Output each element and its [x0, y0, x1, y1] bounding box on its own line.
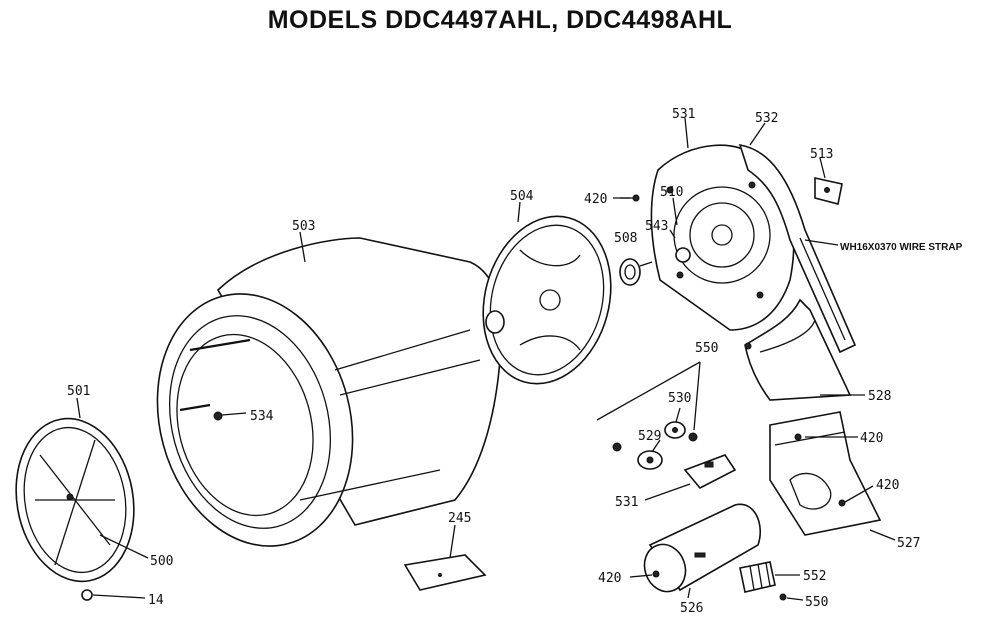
- callout-550-top: 550: [695, 341, 718, 356]
- callout-508: 508: [614, 231, 637, 246]
- callout-528: 528: [868, 389, 891, 404]
- callout-532: 532: [755, 111, 778, 126]
- callout-526: 526: [680, 601, 703, 616]
- leader-lines: [76, 117, 896, 601]
- blower-cover-532: [738, 143, 857, 354]
- callout-501: 501: [67, 384, 90, 399]
- callout-503: 503: [292, 219, 315, 234]
- callout-14: 14: [148, 593, 164, 608]
- part-245: [403, 554, 487, 591]
- callout-504: 504: [510, 189, 534, 204]
- callout-245: 245: [448, 511, 471, 526]
- callout-513: 513: [810, 147, 833, 162]
- thermostat-530: [664, 421, 686, 439]
- note-wire-strap: WH16X0370 WIRE STRAP: [840, 242, 963, 253]
- callout-531-top: 531: [672, 107, 695, 122]
- bracket-513: [814, 177, 843, 205]
- screw-14: [81, 589, 93, 601]
- pulley-552: [739, 561, 787, 601]
- rear-bulkhead-504: [482, 215, 612, 385]
- switch-531: [683, 454, 737, 490]
- callout-420-bracket: 420: [876, 478, 899, 493]
- callout-543: 543: [645, 219, 668, 234]
- front-seal-501: [15, 417, 135, 583]
- screws-550: [596, 361, 701, 452]
- callout-534: 534: [250, 409, 274, 424]
- callout-527: 527: [897, 536, 920, 551]
- blower-housing-531: [620, 144, 795, 331]
- callout-420-top: 420: [584, 192, 607, 207]
- duct-528: [744, 298, 852, 401]
- callout-530: 530: [668, 391, 691, 406]
- callout-550-bottom: 550: [805, 595, 828, 610]
- diagram-title: MODELS DDC4497AHL, DDC4498AHL: [267, 6, 733, 34]
- callout-529: 529: [638, 429, 661, 444]
- bearing-508: [619, 258, 653, 286]
- callout-510: 510: [660, 185, 683, 200]
- callout-500: 500: [150, 554, 173, 569]
- drum-503: [156, 237, 503, 547]
- callout-420-right: 420: [860, 431, 883, 446]
- thermostat-529: [637, 450, 663, 470]
- callout-420-motor: 420: [598, 571, 621, 586]
- callout-552: 552: [803, 569, 826, 584]
- callout-531: 531: [615, 495, 638, 510]
- bracket-527: [769, 411, 882, 536]
- motor-526: [643, 503, 762, 593]
